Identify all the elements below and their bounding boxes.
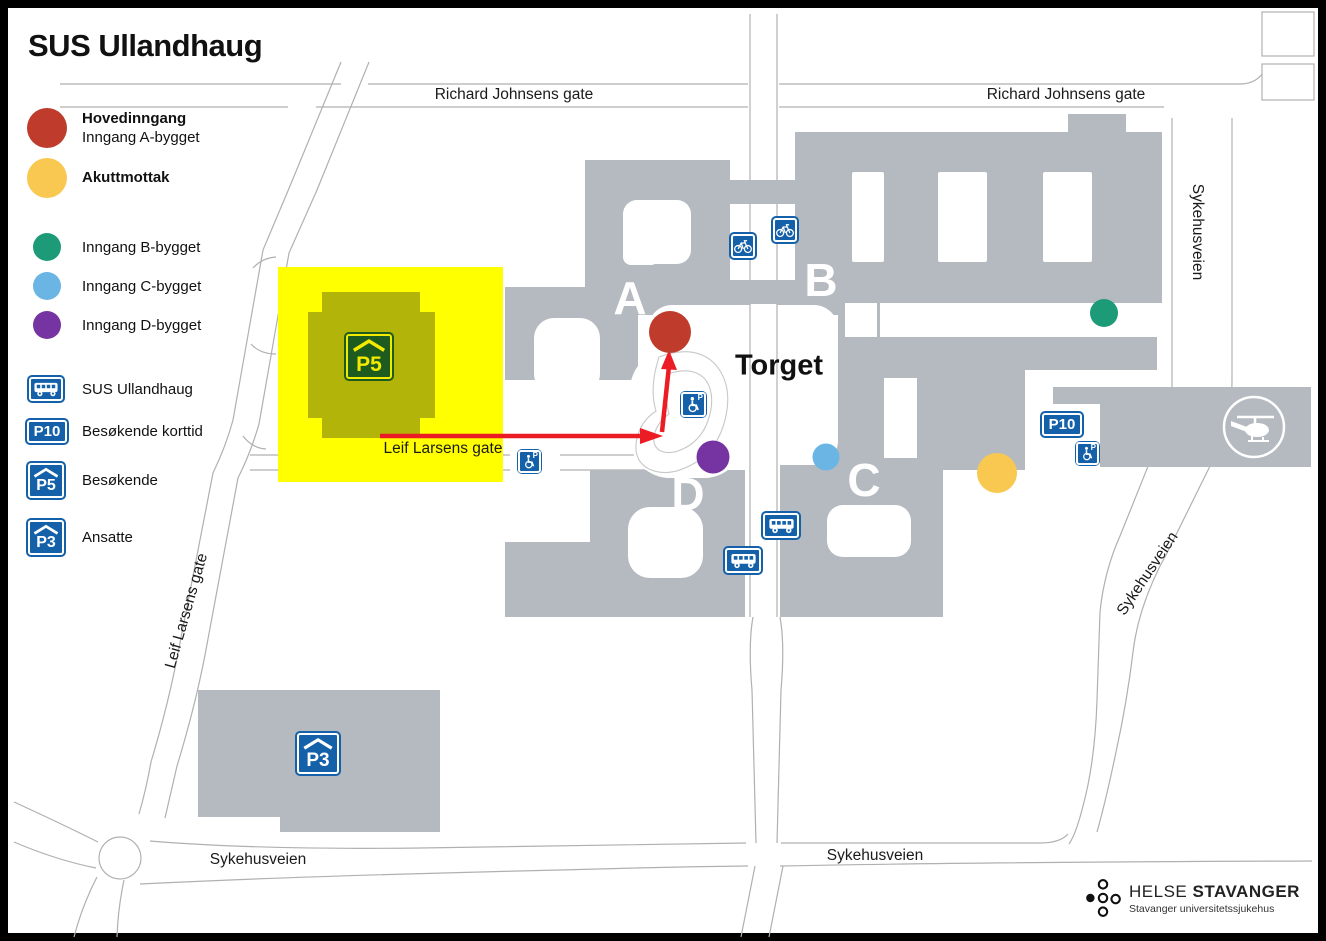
p3-garage-sign-map: P3 — [295, 731, 341, 776]
legend-dot-main-entrance — [27, 108, 67, 148]
legend-label-entrance-b: Inngang B-bygget — [82, 239, 201, 256]
street-sykehusveien-bottom-left: Sykehusveien — [209, 851, 307, 868]
bicycle-icon — [734, 240, 752, 254]
building-a-label: A — [613, 271, 647, 324]
accessible-parking-sign: P — [517, 449, 542, 474]
legend-label-emergency: Akuttmottak — [82, 169, 170, 186]
bus-icon — [730, 554, 756, 569]
legend-label-p5: Besøkende — [82, 472, 158, 489]
street-richard-johnsens-gate-left: Richard Johnsens gate — [434, 86, 594, 103]
p10-sign: P10 — [25, 418, 69, 445]
garage-roof-icon — [352, 338, 386, 352]
helse-stavanger-logo: HELSE STAVANGER Stavanger universitetssj… — [1085, 878, 1300, 918]
garage-roof-icon — [33, 524, 59, 535]
route-arrow — [380, 350, 677, 444]
legend-dot-entrance-d — [33, 311, 61, 339]
sky-bridges — [730, 180, 797, 304]
building-d-label: D — [671, 467, 705, 520]
logo-name: HELSE STAVANGER — [1129, 881, 1300, 901]
p5-garage-sign-map: P5 — [344, 332, 394, 381]
bus-stop-sign-map — [761, 511, 801, 540]
plaza-label: Torget — [734, 349, 824, 382]
wheelchair-icon — [1083, 446, 1093, 461]
legend-sublabel-main-entrance: Inngang A-bygget — [82, 129, 200, 146]
entrance-b-marker — [1090, 299, 1118, 327]
accessible-parking-sign: P — [680, 391, 707, 418]
street-richard-johnsens-gate-right: Richard Johnsens gate — [986, 86, 1146, 103]
bicycle-parking-sign — [729, 232, 757, 260]
p10-sign-map: P10 — [1040, 411, 1084, 438]
garage-roof-icon — [303, 737, 333, 750]
legend-dot-emergency — [27, 158, 67, 198]
p3-garage-sign: P3 — [26, 518, 66, 557]
bus-stop-sign-map — [723, 546, 763, 575]
dropoff-loop — [635, 351, 729, 474]
legend-label-entrance-d: Inngang D-bygget — [82, 317, 202, 334]
p5-garage-sign: P5 — [26, 461, 66, 500]
page-title: SUS Ullandhaug — [28, 28, 263, 63]
garage-roof-icon — [33, 467, 59, 478]
helipad-icon — [1222, 395, 1286, 459]
accessible-parking-sign: P — [1075, 441, 1100, 466]
wheelchair-icon — [525, 454, 535, 469]
bus-icon — [768, 519, 794, 534]
legend-label-bus: SUS Ullandhaug — [82, 381, 193, 398]
bus-stop-sign — [27, 375, 65, 403]
building-c-label: C — [847, 453, 881, 506]
legend-label-p10: Besøkende korttid — [82, 423, 203, 440]
wheelchair-icon — [688, 397, 699, 413]
legend-label-entrance-c: Inngang C-bygget — [82, 278, 202, 295]
bus-icon — [34, 382, 58, 397]
legend-label-p3: Ansatte — [82, 529, 133, 546]
roundabout — [98, 836, 142, 880]
main-entrance-marker — [649, 311, 691, 353]
legend-label-main-entrance: Hovedinngang — [82, 110, 187, 127]
logo-dots-icon — [1086, 879, 1121, 917]
bicycle-parking-sign — [771, 216, 799, 244]
street-sykehusveien-right: Sykehusveien — [1189, 183, 1206, 281]
logo-subtitle: Stavanger universitetssjukehus — [1129, 902, 1275, 915]
street-leif-larsens-gate-horizontal: Leif Larsens gate — [383, 440, 503, 457]
bicycle-icon — [776, 224, 794, 238]
street-sykehusveien-bottom-right: Sykehusveien — [826, 847, 924, 864]
legend-dot-entrance-c — [33, 272, 61, 300]
entrance-d-marker — [696, 440, 730, 474]
parcels — [1261, 11, 1315, 101]
legend-dot-entrance-b — [33, 233, 61, 261]
building-b-label: B — [804, 253, 838, 306]
emergency-entrance-marker — [977, 453, 1017, 493]
entrance-c-marker — [812, 443, 840, 471]
